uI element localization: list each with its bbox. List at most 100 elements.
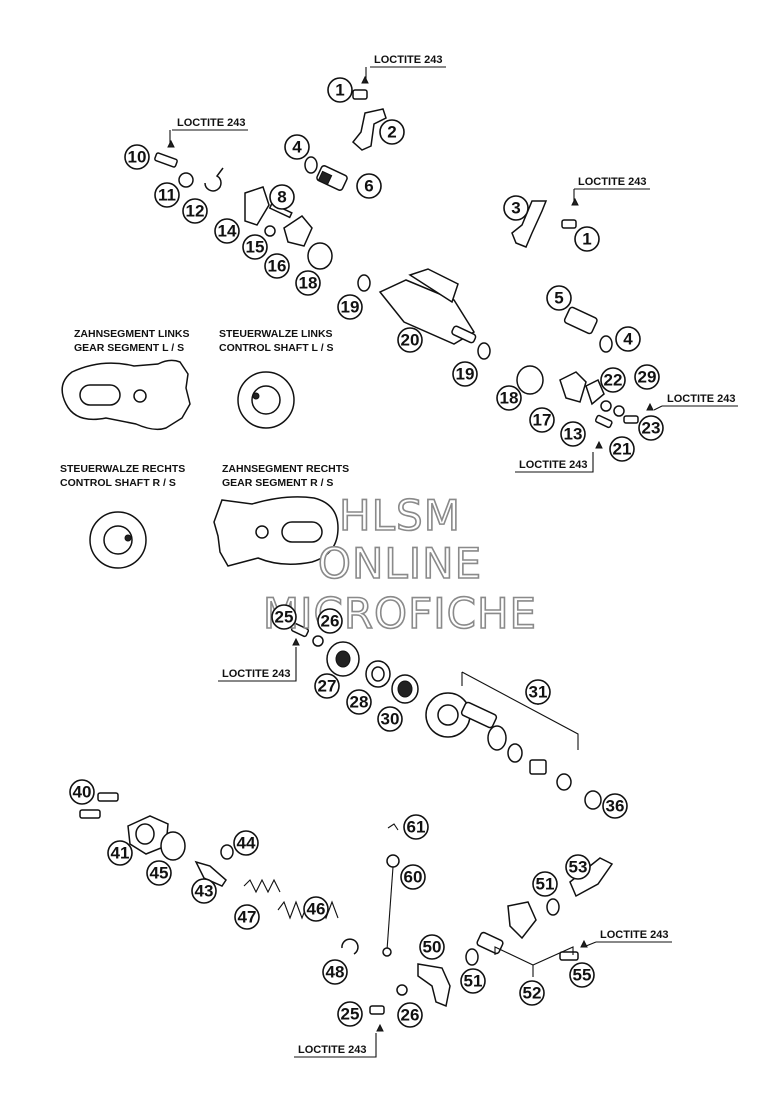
callout[interactable]: 53 [565, 854, 591, 880]
callout[interactable]: 4 [615, 326, 641, 352]
callout[interactable]: 5 [546, 285, 572, 311]
callout[interactable]: 10 [124, 144, 150, 170]
callout[interactable]: 17 [529, 407, 555, 433]
callout[interactable]: 16 [264, 253, 290, 279]
loctite-label: LOCTITE 243 [573, 176, 650, 201]
inset-gear-segment-left [61, 359, 191, 431]
svg-text:15: 15 [246, 238, 265, 257]
watermark: HLSM ONLINE MICROFICHE [262, 490, 537, 639]
callout[interactable]: 14 [214, 218, 240, 244]
callout[interactable]: 2 [379, 119, 405, 145]
callout[interactable]: 30 [377, 706, 403, 732]
callout[interactable]: 8 [269, 184, 295, 210]
part-sleeve-5 [563, 306, 598, 335]
callout[interactable]: 55 [569, 962, 595, 988]
part-washer-26-mid [312, 635, 324, 647]
callout[interactable]: 19 [452, 361, 478, 387]
part-drop-21 [595, 440, 603, 449]
loctite-text: LOCTITE 243 [519, 459, 587, 471]
callout[interactable]: 25 [337, 1001, 363, 1027]
callout[interactable]: 11 [154, 182, 180, 208]
callout[interactable]: 29 [634, 364, 660, 390]
part-sleeve-52 [476, 931, 504, 955]
callout[interactable]: 41 [107, 840, 133, 866]
part-bolt-25-bot [369, 1005, 385, 1015]
svg-text:23: 23 [642, 419, 661, 438]
part-clip-48 [341, 938, 359, 955]
callout[interactable]: 51 [532, 871, 558, 897]
loctite-label: LOCTITE 243 [169, 117, 248, 144]
callout[interactable]: 1 [327, 77, 353, 103]
callout[interactable]: 28 [346, 689, 372, 715]
callout[interactable]: 31 [525, 679, 551, 705]
svg-text:12: 12 [186, 202, 205, 221]
part-bolt-25-mid [290, 622, 310, 638]
svg-text:26: 26 [401, 1006, 420, 1025]
loctite-text: LOCTITE 243 [298, 1044, 366, 1056]
svg-text:45: 45 [150, 864, 169, 883]
callout[interactable]: 25 [271, 604, 297, 630]
callout[interactable]: 48 [322, 959, 348, 985]
callout[interactable]: 44 [233, 830, 259, 856]
part-oring-45 [160, 831, 186, 861]
callout[interactable]: 22 [600, 367, 626, 393]
callout[interactable]: 4 [284, 134, 310, 160]
callout[interactable]: 26 [397, 1002, 423, 1028]
part-drop-25-mid [292, 637, 300, 646]
callout[interactable]: 3 [503, 195, 529, 221]
part-housing-52 [507, 901, 537, 940]
part-lever-14 [244, 186, 270, 226]
callout[interactable]: 27 [314, 673, 340, 699]
callout[interactable]: 23 [638, 415, 664, 441]
svg-text:51: 51 [464, 972, 483, 991]
part-bolt-10 [154, 139, 178, 168]
svg-text:21: 21 [613, 440, 632, 459]
callout[interactable]: 46 [303, 896, 329, 922]
callout[interactable]: 43 [191, 878, 217, 904]
part-screw-1-right [561, 197, 579, 229]
callout[interactable]: 20 [397, 327, 423, 353]
callout[interactable]: 15 [242, 234, 268, 260]
svg-text:8: 8 [277, 188, 286, 207]
callout[interactable]: 45 [146, 860, 172, 886]
loctite-label: LOCTITE 243 [653, 393, 738, 411]
callout[interactable]: 51 [460, 968, 486, 994]
part-bearing-30 [391, 674, 419, 704]
callout[interactable]: 52 [519, 980, 545, 1006]
svg-text:13: 13 [564, 425, 583, 444]
svg-text:30: 30 [381, 710, 400, 729]
part-lever-2 [351, 108, 387, 151]
part-sleeve-6 [316, 165, 348, 191]
svg-text:48: 48 [326, 963, 345, 982]
svg-text:19: 19 [341, 298, 360, 317]
callout[interactable]: 1 [574, 226, 600, 252]
svg-text:22: 22 [604, 371, 623, 390]
callout[interactable]: 19 [337, 294, 363, 320]
callout[interactable]: 21 [609, 436, 635, 462]
svg-text:47: 47 [238, 908, 257, 927]
svg-text:25: 25 [341, 1005, 360, 1024]
callout[interactable]: 61 [403, 814, 429, 840]
part-bushing-18-top [307, 242, 333, 270]
callout[interactable]: 47 [234, 904, 260, 930]
caption-control-shaft-right-en: CONTROL SHAFT R / S [60, 477, 176, 489]
callout[interactable]: 26 [317, 608, 343, 634]
part-oring-19-top [357, 274, 371, 292]
svg-text:60: 60 [404, 868, 423, 887]
callout[interactable]: 6 [356, 173, 382, 199]
callout[interactable]: 18 [295, 270, 321, 296]
part-lever-50 [417, 963, 451, 1008]
callout[interactable]: 40 [69, 779, 95, 805]
svg-text:61: 61 [407, 818, 426, 837]
callout[interactable]: 18 [496, 385, 522, 411]
part-oring-4-top [304, 156, 318, 174]
callout[interactable]: 50 [419, 934, 445, 960]
callout[interactable]: 36 [602, 793, 628, 819]
callout[interactable]: 12 [182, 198, 208, 224]
callout[interactable]: 60 [400, 864, 426, 890]
caption-control-shaft-left-de: STEUERWALZE LINKS [219, 328, 333, 340]
svg-text:1: 1 [335, 81, 344, 100]
svg-text:28: 28 [350, 693, 369, 712]
svg-text:19: 19 [456, 365, 475, 384]
callout[interactable]: 13 [560, 421, 586, 447]
